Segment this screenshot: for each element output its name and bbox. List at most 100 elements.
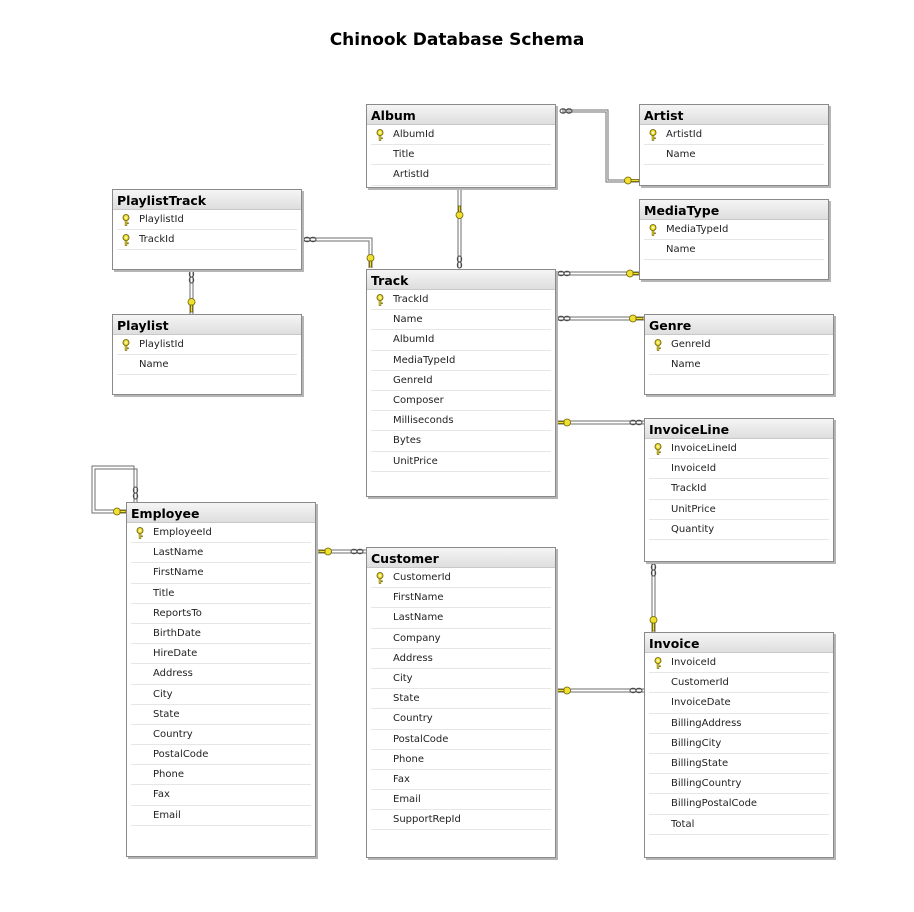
column-name: City — [393, 672, 413, 684]
column-row: LastName — [371, 608, 551, 629]
column-row: MediaTypeId — [371, 351, 551, 371]
entity-header: Playlist — [113, 315, 301, 335]
column-name: Name — [671, 359, 701, 371]
column-row: Country — [371, 709, 551, 730]
key-icon — [113, 176, 658, 695]
column-row: GenreId — [371, 371, 551, 391]
column-row: ReportsTo — [131, 604, 311, 624]
column-name: PlaylistId — [139, 214, 184, 225]
column-row: Address — [371, 649, 551, 669]
column-name: Total — [671, 818, 695, 830]
key-icon — [135, 527, 145, 539]
column-row: State — [131, 705, 311, 725]
column-name: Name — [666, 149, 696, 161]
entity-header: Album — [367, 105, 555, 125]
column-row: City — [371, 669, 551, 690]
column-row: Name — [117, 355, 297, 376]
key-icon — [653, 339, 663, 351]
column-name: State — [153, 708, 180, 720]
column-name: Quantity — [671, 523, 715, 535]
column-row: Fax — [131, 785, 311, 806]
column-row: FirstName — [371, 588, 551, 609]
column-name: Composer — [393, 394, 444, 406]
column-row: Name — [644, 145, 824, 166]
column-name: Email — [153, 809, 181, 821]
column-name: State — [393, 693, 420, 705]
column-name: InvoiceId — [671, 463, 717, 475]
column-row: Name — [649, 355, 829, 376]
column-row: BillingAddress — [649, 714, 829, 734]
key-icon — [648, 224, 658, 236]
column-row: TrackId — [117, 230, 297, 251]
column-name: TrackId — [139, 234, 175, 246]
column-row: CustomerId — [371, 568, 551, 589]
key-icon — [121, 339, 131, 351]
column-name: Address — [153, 668, 193, 680]
key-icon — [653, 443, 663, 455]
column-row: MediaTypeId — [644, 220, 824, 241]
column-row: InvoiceId — [649, 653, 829, 674]
column-row: BillingState — [649, 754, 829, 775]
column-row: TrackId — [649, 479, 829, 500]
column-name: FirstName — [393, 592, 444, 604]
column-name: FirstName — [153, 567, 204, 579]
column-row: Total — [649, 815, 829, 835]
column-row: AlbumId — [371, 125, 551, 146]
key-icon — [375, 572, 385, 584]
column-name: ArtistId — [666, 129, 703, 140]
column-row: GenreId — [649, 335, 829, 356]
column-name: TrackId — [393, 294, 429, 305]
entity-header: PlaylistTrack — [113, 190, 301, 210]
column-row: City — [131, 685, 311, 705]
column-row: UnitPrice — [649, 500, 829, 520]
column-name: Fax — [153, 789, 170, 801]
column-name: BillingState — [671, 757, 729, 769]
column-row: TrackId — [371, 290, 551, 311]
column-name: Address — [393, 652, 433, 664]
column-row: InvoiceId — [649, 459, 829, 480]
column-row: BirthDate — [131, 624, 311, 645]
column-row: EmployeeId — [131, 523, 311, 544]
key-icon — [375, 294, 385, 306]
column-name: Phone — [153, 769, 184, 781]
column-name: Company — [393, 632, 441, 644]
column-name: TrackId — [671, 483, 707, 495]
column-row: LastName — [131, 543, 311, 564]
column-name: GenreId — [671, 339, 711, 350]
entity-header: Track — [367, 270, 555, 290]
column-name: Bytes — [393, 435, 422, 447]
column-name: SupportRepId — [393, 814, 461, 826]
column-name: AlbumId — [393, 129, 435, 140]
column-row: PlaylistId — [117, 210, 297, 231]
entity-header: Employee — [127, 503, 315, 523]
column-name: EmployeeId — [153, 527, 212, 538]
column-row: Name — [371, 310, 551, 331]
column-row: Title — [131, 584, 311, 604]
column-row: PostalCode — [131, 745, 311, 766]
column-row: BillingPostalCode — [649, 794, 829, 815]
column-name: HireDate — [153, 648, 198, 660]
column-row: ArtistId — [371, 165, 551, 186]
column-name: ArtistId — [393, 169, 430, 181]
column-name: LastName — [393, 612, 444, 624]
infinity-icon — [132, 108, 657, 694]
column-name: City — [153, 688, 173, 700]
rel-employee-self — [91, 465, 135, 514]
entity-header: MediaType — [640, 200, 828, 220]
column-name: LastName — [153, 547, 204, 559]
column-name: InvoiceId — [671, 657, 717, 668]
column-name: PostalCode — [393, 733, 449, 745]
column-row: BillingCountry — [649, 774, 829, 795]
